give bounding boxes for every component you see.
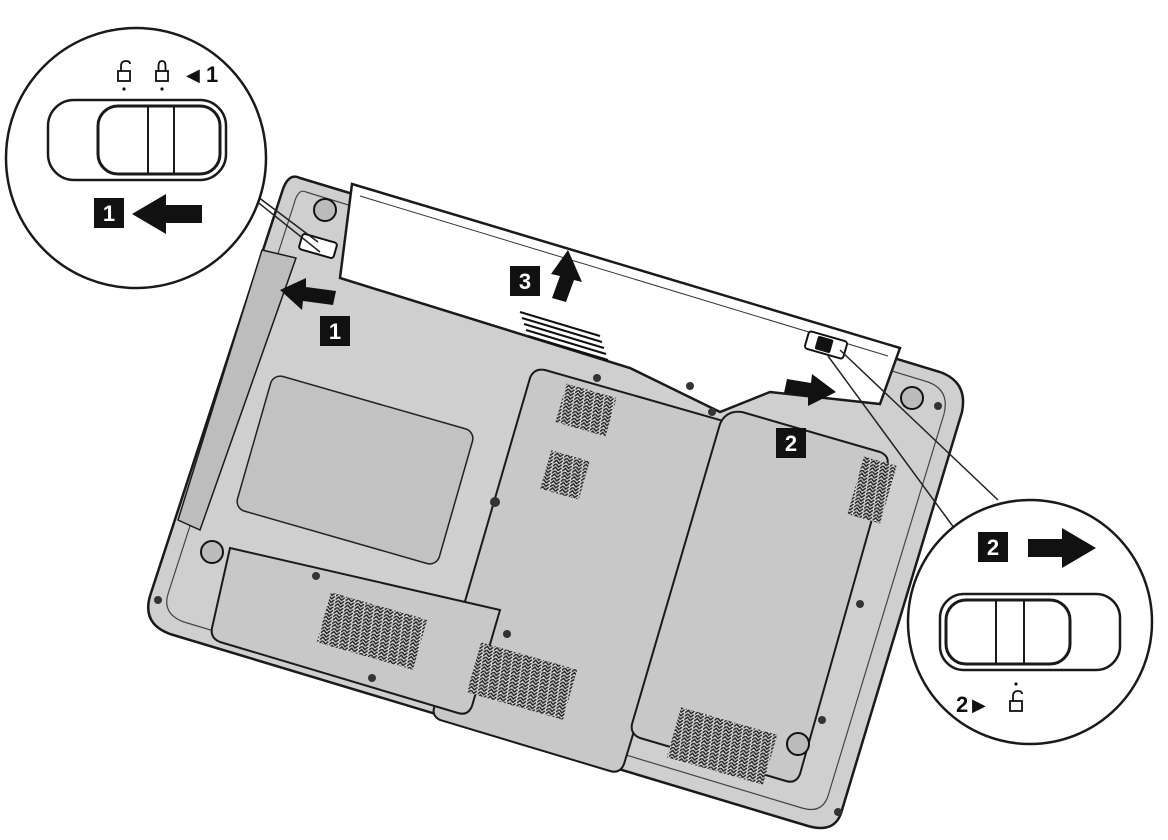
rubber-foot — [313, 198, 337, 222]
callout-line — [839, 349, 999, 501]
screw — [154, 596, 162, 604]
step-badge-number: 3 — [519, 269, 531, 294]
screw — [818, 716, 826, 724]
battery-pack[interactable] — [338, 182, 902, 414]
body-step-1: 1 — [280, 278, 350, 346]
body-arrow-left — [280, 278, 336, 310]
lock-position-label: 1 — [206, 62, 218, 87]
right-arrow-glyph: ▶ — [972, 695, 986, 716]
lift-battery-arrow — [551, 250, 582, 302]
step-badge-number: 1 — [329, 319, 341, 344]
latch-slider — [814, 335, 834, 353]
laptop-bottom-case — [147, 175, 965, 830]
step-badge — [510, 266, 540, 296]
latch-slider[interactable] — [96, 104, 222, 176]
vent-grille — [540, 450, 590, 500]
screw — [312, 572, 320, 580]
step-badge — [94, 198, 124, 228]
unlock-icon — [1009, 682, 1023, 712]
vent-grille — [555, 383, 617, 437]
step-badge — [320, 316, 350, 346]
screw — [368, 674, 376, 682]
screw — [686, 382, 694, 390]
screw — [856, 600, 864, 608]
body-step-3: 3 — [510, 250, 582, 302]
screw — [593, 374, 601, 382]
chassis-inner-rim — [166, 190, 946, 811]
screw — [708, 408, 716, 416]
vent-grille — [666, 707, 778, 785]
callout-line — [827, 355, 961, 537]
step-badge — [978, 532, 1008, 562]
rubber-foot — [200, 540, 224, 564]
battery-grip-ribs — [519, 311, 609, 361]
latch-callout-left: ◀ 1 1 — [4, 26, 268, 290]
step-badge-number: 2 — [785, 431, 797, 456]
slide-right-arrow — [1028, 528, 1096, 568]
step-badge-number: 1 — [103, 201, 115, 226]
label-recess — [236, 375, 474, 565]
rubber-foot — [786, 732, 810, 756]
rubber-foot — [900, 386, 924, 410]
step-badge — [776, 428, 806, 458]
unlock-position-label: 2 — [956, 692, 968, 717]
battery-latch-left[interactable] — [298, 233, 338, 259]
step-badge-number: 2 — [987, 535, 999, 560]
vent-grille — [466, 642, 578, 720]
lock-icon — [155, 60, 169, 91]
body-arrow-right — [784, 374, 836, 406]
vent-grille — [316, 592, 428, 670]
battery-edge-line — [359, 195, 889, 357]
body-step-2: 2 — [776, 374, 836, 458]
left-arrow-glyph: ◀ — [186, 65, 200, 86]
access-panel-right[interactable] — [630, 410, 889, 783]
latch-slider[interactable] — [944, 598, 1072, 666]
unlock-icon — [117, 60, 131, 91]
latch-callout-right: 2 2 ▶ — [906, 498, 1154, 746]
screw — [503, 630, 511, 638]
side-bay — [177, 249, 297, 532]
slide-left-arrow — [132, 194, 202, 234]
screw — [934, 402, 942, 410]
vent-grille — [847, 456, 897, 524]
callout-line — [249, 195, 321, 253]
screw — [834, 808, 842, 816]
screw — [490, 497, 500, 507]
